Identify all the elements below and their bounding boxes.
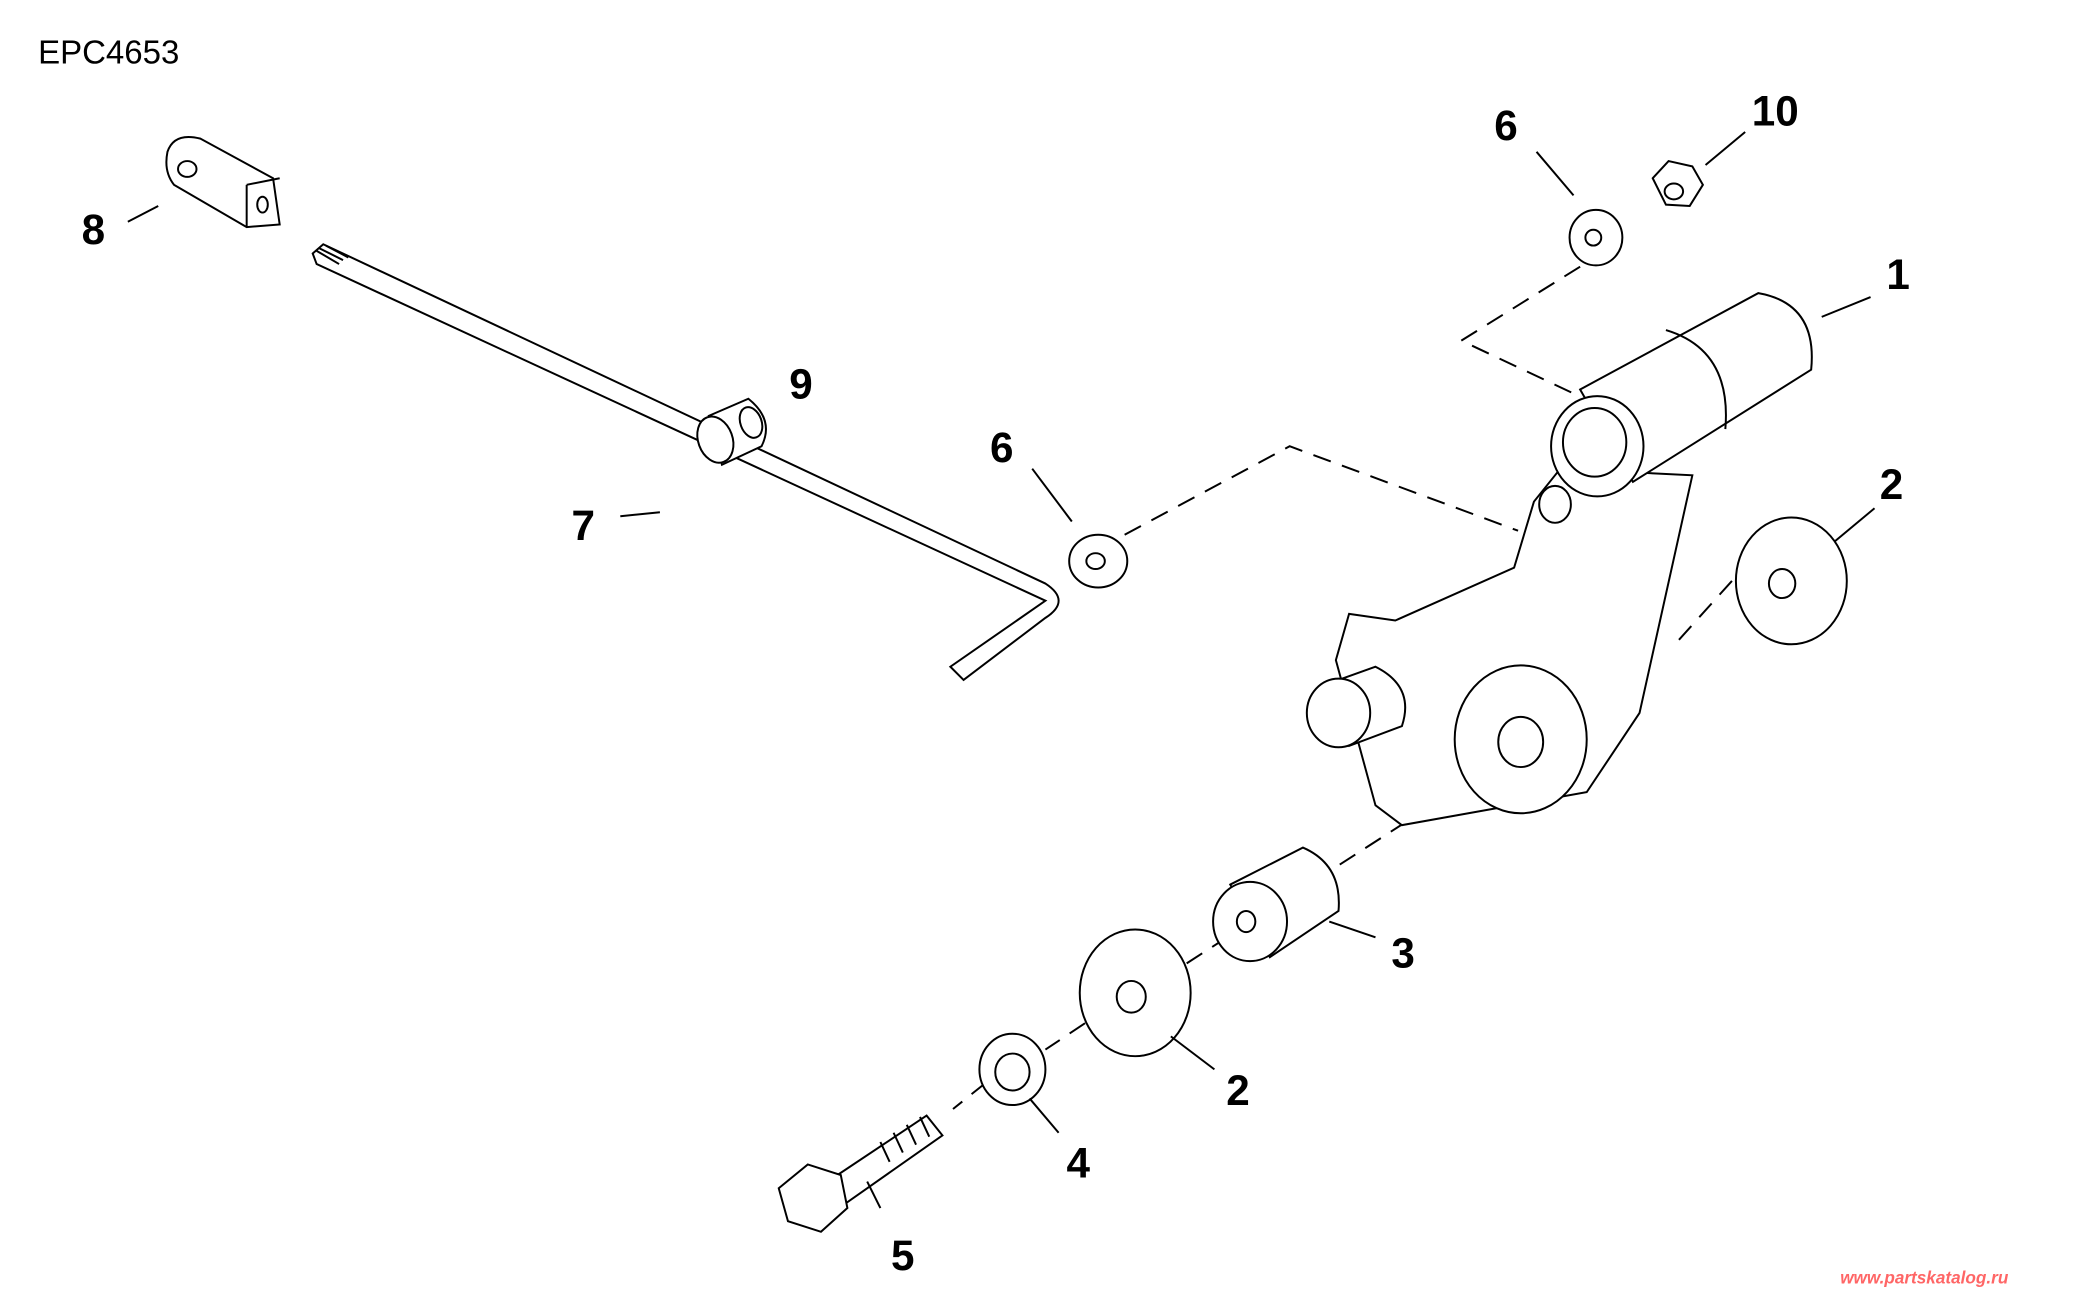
callout-4: 4 [1067,1140,1091,1187]
part-6-washer-right [1568,208,1624,267]
callout-5: 5 [891,1232,914,1279]
callout-6-left: 6 [990,424,1014,471]
part-4-washer [978,1032,1047,1107]
callout-2-right: 2 [1880,461,1904,508]
part-3-bushing [1212,846,1340,963]
part-9-pin [696,397,767,467]
part-2-washer-right [1734,516,1848,646]
watermark: www.partskatalog.ru [1840,1267,2009,1287]
part-7-rod [311,243,1060,682]
callout-6-right: 6 [1494,102,1518,149]
callout-8: 8 [82,206,106,253]
callout-10: 10 [1752,87,1799,134]
part-2-washer-left [1078,928,1192,1058]
part-1-pedal-arm [1305,292,1813,827]
diagram-code: EPC4653 [38,33,179,70]
leader-lines [127,131,1876,1209]
callout-7: 7 [571,502,595,549]
part-8-clevis [165,135,281,229]
part-5-bolt [777,1114,944,1233]
callout-2-left: 2 [1226,1067,1250,1114]
part-6-washer-left [1068,533,1129,589]
callout-9: 9 [789,361,813,408]
part-10-nut [1651,159,1705,207]
callout-3: 3 [1391,930,1415,977]
callout-1: 1 [1886,251,1910,298]
